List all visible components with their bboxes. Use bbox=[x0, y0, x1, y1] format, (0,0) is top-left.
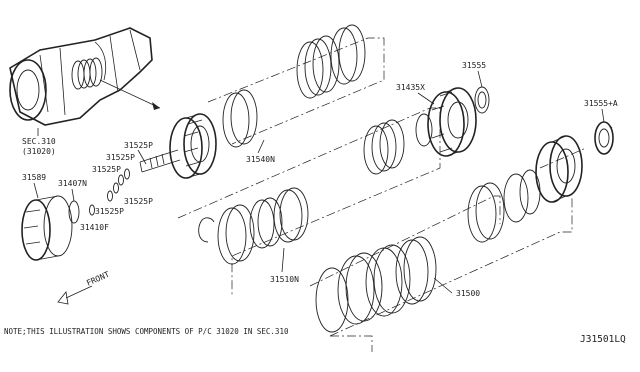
group-box-31510n bbox=[177, 107, 441, 296]
label-31525p-c: 31525P bbox=[92, 165, 121, 174]
part-31540n-plates bbox=[222, 24, 366, 148]
label-sec310: SEC.310 bbox=[22, 137, 56, 146]
label-31555a: 31555+A bbox=[584, 99, 618, 108]
clutch-pack-inside-housing bbox=[71, 57, 103, 90]
part-31555-ring bbox=[474, 86, 490, 114]
label-31525p-d: 31525P bbox=[124, 197, 153, 206]
label-31540n: 31540N bbox=[246, 155, 275, 164]
part-31500-clutch-pack bbox=[315, 135, 583, 333]
front-direction-arrow bbox=[57, 285, 93, 305]
label-31500: 31500 bbox=[456, 289, 480, 298]
part-31510n-plates bbox=[198, 119, 405, 265]
group-box-31500 bbox=[309, 195, 573, 337]
input-shaft-assembly bbox=[139, 113, 217, 179]
label-31589: 31589 bbox=[22, 173, 46, 182]
label-31435x: 31435X bbox=[396, 83, 425, 92]
label-31555: 31555 bbox=[462, 61, 486, 70]
label-sec310-sub: (31020) bbox=[22, 147, 56, 156]
diagram-code: J31501LQ bbox=[580, 334, 626, 345]
label-31525p-e: 31525P bbox=[95, 207, 124, 216]
illustration-note: NOTE;THIS ILLUSTRATION SHOWS COMPONENTS … bbox=[4, 327, 289, 336]
part-31525p-seal-rings bbox=[107, 168, 130, 202]
label-31407n: 31407N bbox=[58, 179, 87, 188]
transmission-assembly-illustration bbox=[9, 27, 161, 126]
part-31555a-bearing bbox=[594, 121, 614, 155]
label-31525p-a: 31525P bbox=[124, 141, 153, 150]
label-31510n: 31510N bbox=[270, 275, 299, 284]
part-31435x-gear bbox=[415, 87, 477, 157]
group-box-31540n bbox=[207, 37, 385, 145]
part-31410f-ring bbox=[89, 204, 95, 216]
label-31525p-b: 31525P bbox=[106, 153, 135, 162]
label-front: FRONT bbox=[85, 270, 111, 288]
label-31410f: 31410F bbox=[80, 223, 109, 232]
part-31589-drum bbox=[21, 195, 73, 261]
